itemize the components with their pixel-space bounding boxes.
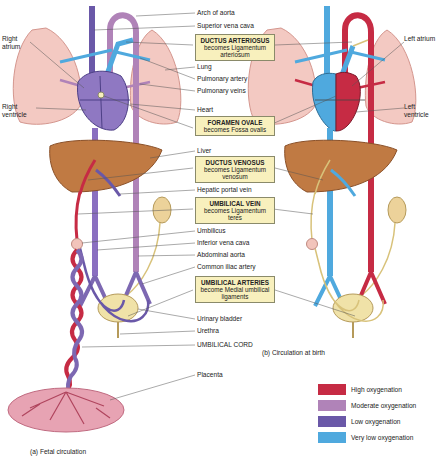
anatomy-label: Common iliac artery (197, 263, 256, 271)
legend-text: High oxygenation (351, 384, 402, 395)
leader-line (78, 42, 193, 316)
box-body: become Medial umbilical ligaments (198, 286, 272, 301)
foramen-ovale (98, 92, 104, 98)
box-heading: UMBILICAL VEIN (198, 200, 272, 207)
anatomy-label: (b) Circulation at birth (262, 349, 325, 357)
umbilical-cord-artery (68, 250, 82, 392)
pulmonary-artery (295, 50, 385, 62)
anatomy-label: Pulmonary veins (197, 87, 246, 95)
callout-box: UMBILICAL VEINbecomes Ligamentum teres (195, 197, 275, 224)
box-heading: FORAMEN OVALE (198, 119, 272, 126)
box-body: becomes Fossa ovalis (198, 126, 272, 133)
anatomy-label: Lung (197, 63, 212, 71)
anatomy-label: UMBILICAL CORD (197, 341, 253, 349)
anatomy-label: Urinary bladder (197, 315, 242, 323)
urethra (352, 322, 354, 338)
leader-line (30, 13, 404, 400)
anatomy-label: Liver (197, 147, 211, 155)
leader-lines (30, 13, 404, 400)
box-heading: DUCTUS ARTERIOSUS (198, 37, 272, 44)
umbilical-vein (76, 192, 80, 240)
ligamentum-arteriosum (353, 40, 368, 46)
pulmonary-artery (60, 50, 150, 62)
placenta (8, 388, 124, 432)
box-body: becomes Ligamentum teres (198, 207, 272, 222)
anatomy-label: Urethra (197, 327, 219, 335)
lung (13, 28, 81, 124)
legend-text: Very low oxygenation (351, 432, 413, 443)
placental-vessels (22, 392, 110, 424)
legend-swatch (318, 416, 346, 427)
ductus-venosus (80, 160, 95, 194)
anatomy-label: Inferior vena cava (197, 239, 249, 247)
legend-swatch (318, 400, 346, 411)
anatomy-label: Superior vena cava (197, 22, 254, 30)
callout-box: FORAMEN OVALEbecomes Fossa ovalis (195, 116, 275, 136)
anatomy-label: (a) Fetal circulation (30, 448, 86, 456)
medial-umbilical-ligament (315, 248, 383, 321)
box-heading: DUCTUS VENOSUS (198, 159, 272, 166)
superior-vena-cava (89, 6, 95, 82)
anatomy-label: Umbilicus (197, 227, 226, 235)
anatomy-label: Left ventricle (404, 103, 438, 118)
umbilical-cord-vein (66, 250, 82, 392)
anatomy-label: Hepatic portal vein (197, 186, 252, 194)
ligamentum-venosum (315, 160, 330, 194)
kidney (388, 197, 406, 223)
anatomy-label: Placenta (197, 371, 223, 379)
legend-swatch (318, 384, 346, 395)
liver (285, 140, 397, 192)
anatomy-label: Pulmonary artery (197, 75, 247, 83)
hepatic-portal-vein (96, 170, 120, 196)
heart-chamber-wall (315, 100, 365, 101)
legend-text: Moderate oxygenation (351, 400, 416, 411)
heart-left-side (336, 72, 360, 131)
umbilicus (307, 239, 318, 250)
anatomy-label: Arch of aorta (197, 9, 235, 17)
anatomy-label: Left atrium (404, 35, 438, 43)
callout-box: UMBILICAL ARTERIESbecome Medial umbilica… (195, 276, 275, 303)
box-body: becomes Ligamentum arteriosum (198, 44, 272, 59)
heart (77, 71, 128, 130)
leader-line (263, 42, 355, 316)
fetal-anatomy (8, 6, 181, 432)
callout-box: DUCTUS VENOSUSbecomes Ligamentum venosum (195, 156, 275, 183)
heart-right-side (312, 73, 336, 131)
hepatic-portal-vein (331, 170, 355, 196)
box-heading: UMBILICAL ARTERIES (198, 279, 272, 286)
superior-vena-cava (324, 6, 330, 82)
umbilical-artery (80, 248, 148, 321)
liver (50, 140, 162, 192)
urethra (117, 322, 119, 338)
ligamentum-teres (311, 192, 315, 240)
anatomy-label: Right ventricle (2, 103, 36, 118)
legend-swatch (318, 432, 346, 443)
legend-text: Low oxygenation (351, 416, 401, 427)
umbilicus (72, 239, 83, 250)
callout-box: DUCTUS ARTERIOSUSbecomes Ligamentum arte… (195, 34, 275, 61)
anatomy-label: Heart (197, 106, 213, 114)
box-body: becomes Ligamentum venosum (198, 166, 272, 181)
anatomy-label: Abdominal aorta (197, 251, 245, 259)
anatomy-label: Right atrium (2, 35, 32, 50)
heart-chamber-wall (80, 76, 130, 128)
